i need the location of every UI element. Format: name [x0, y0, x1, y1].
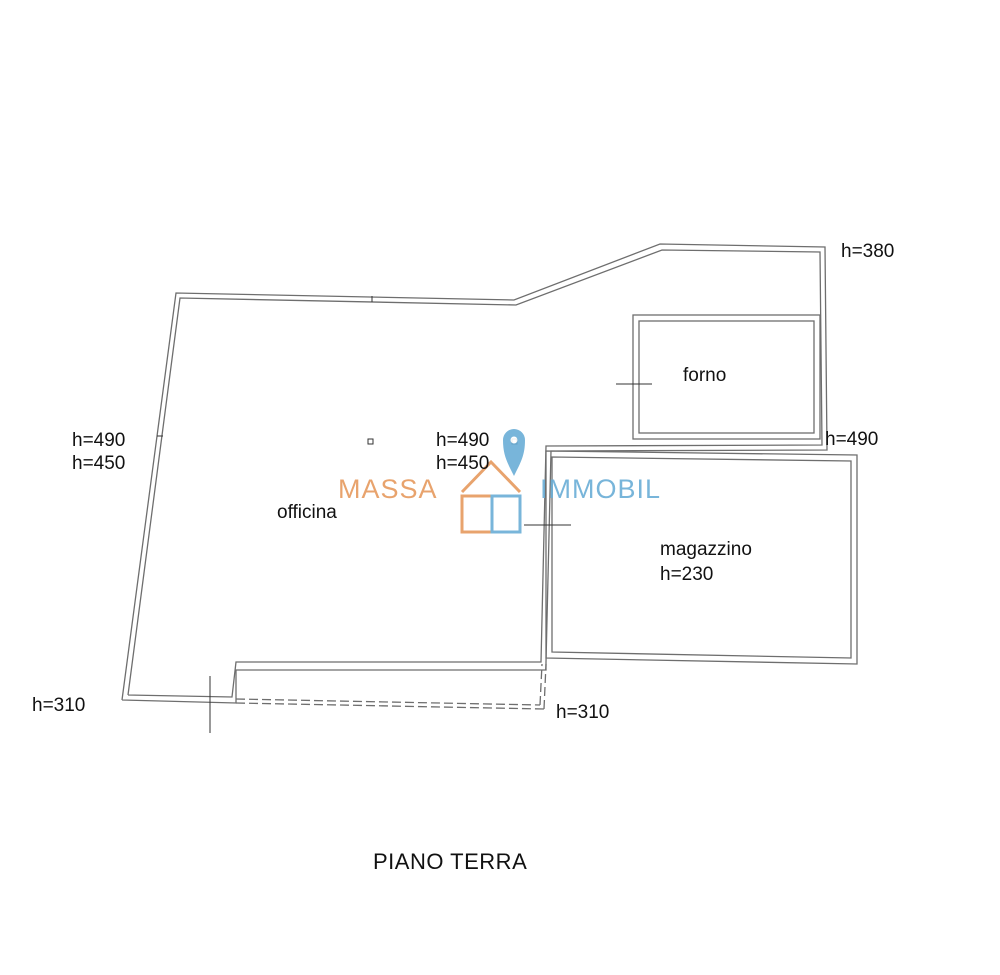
height-right-mid: h=490 [825, 429, 878, 450]
outer-walls [121, 243, 828, 704]
room-label-forno: forno [683, 365, 726, 386]
height-top-right: h=380 [841, 241, 894, 262]
plan-details [157, 296, 652, 733]
room-label-officina: officina [277, 502, 337, 523]
height-bottom-left: h=310 [32, 695, 85, 716]
plan-title: PIANO TERRA [373, 849, 527, 874]
watermark-left-text: MASSA [338, 474, 438, 504]
height-left-top: h=490 [72, 430, 125, 451]
magazzino-room-walls [545, 450, 858, 665]
forno-room-walls [632, 314, 821, 440]
magazzino-height: h=230 [660, 564, 713, 585]
height-left-bottom: h=450 [72, 453, 125, 474]
room-label-magazzino: magazzino [660, 539, 752, 560]
height-center-bottom: h=450 [436, 453, 489, 474]
watermark-right-text: IMMOBIL [540, 474, 661, 504]
height-center-top: h=490 [436, 430, 489, 451]
house-pin-logo-icon [460, 429, 525, 534]
height-bottom-right: h=310 [556, 702, 609, 723]
watermark-logo: MASSA IMMOBIL [338, 429, 661, 534]
dashed-bottom-wall [235, 663, 547, 710]
